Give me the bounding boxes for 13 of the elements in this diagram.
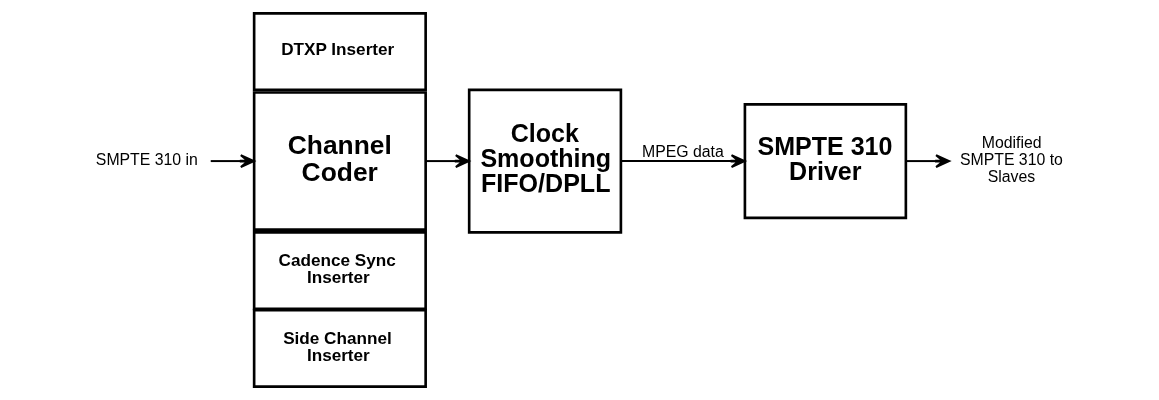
arrow — [619, 154, 746, 168]
node-box: DTXP Inserter — [252, 12, 427, 92]
node-box: Cadence Sync Inserter — [252, 231, 427, 311]
arrow — [424, 154, 470, 168]
edge-label: MPEG data — [641, 142, 724, 160]
node-box: Clock Smoothing FIFO/DPLL — [467, 88, 622, 234]
arrow — [209, 154, 255, 168]
node-text: SMPTE 310 in — [95, 151, 198, 169]
node-box: SMPTE 310 Driver — [743, 103, 907, 220]
node-box: Side Channel Inserter — [252, 308, 427, 388]
node-text: Modified SMPTE 310 to Slaves — [959, 134, 1063, 186]
node-box: Channel Coder — [252, 91, 427, 231]
arrow — [904, 154, 950, 168]
